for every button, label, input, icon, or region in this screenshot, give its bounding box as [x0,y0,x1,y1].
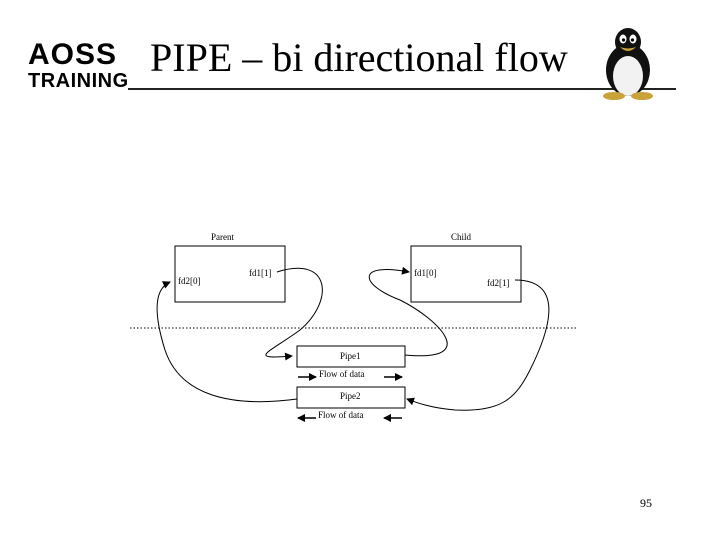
slide-title: PIPE – bi directional flow [150,35,568,80]
pipe1-box [296,345,406,368]
child-label: Child [451,232,472,242]
pipe2-box [296,386,406,409]
title-rule [128,88,676,90]
parent-fd1-write-label: fd1[1] [249,268,272,278]
pipe1-label: Pipe1 [340,351,361,361]
page-number: 95 [640,496,652,510]
parent-fd2-read-label: fd2[0] [178,276,201,286]
pipe2-flow-label: Flow of data [318,410,364,420]
parent-label: Parent [211,232,234,242]
logo-line-aoss: AOSS [28,38,118,71]
logo-line-training: TRAINING [28,70,129,92]
parent-process-box [174,245,286,303]
child-fd2-to-pipe2-curve [406,279,550,411]
pipe1-to-child-fd1-curve [368,266,448,357]
child-fd2-write-label: fd2[1] [487,278,510,288]
pipe1-flow-label: Flow of data [319,369,365,379]
parent-fd1-to-pipe1-curve [265,267,323,361]
pipe2-label: Pipe2 [340,391,361,401]
child-fd1-read-label: fd1[0] [414,268,437,278]
pipe2-to-parent-fd2-curve [156,281,298,403]
child-process-box [410,245,522,303]
penguin-icon [603,28,653,100]
aoss-training-logo: AOSS TRAINING [28,38,129,93]
